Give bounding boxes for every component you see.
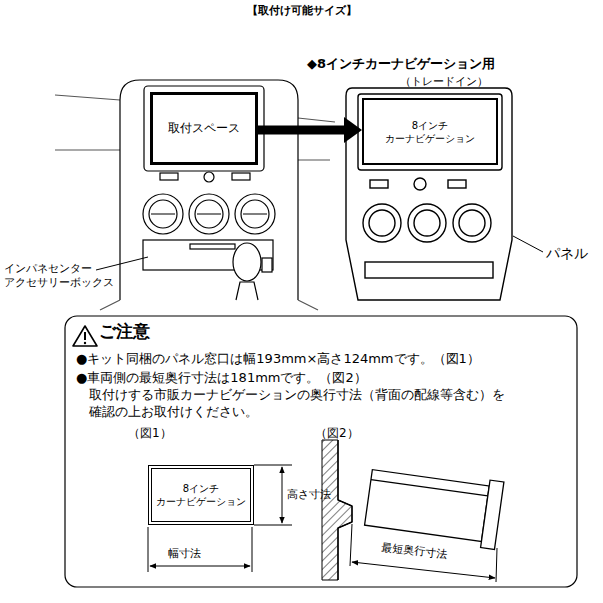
dimension-figure-2-part-part <box>365 470 490 542</box>
dimension-figure-2-part <box>322 440 352 580</box>
leader-line <box>96 257 148 270</box>
dashboard-part <box>120 80 298 300</box>
panel-part <box>363 204 401 242</box>
heading: ◆8インチカーナビゲーション用 <box>307 56 495 73</box>
box-text: 8インチ カーナビゲーション <box>382 119 478 145</box>
panel-part <box>358 94 502 170</box>
dashboard-part <box>160 173 178 180</box>
notice-heading: ご注意 <box>99 320 150 342</box>
dimension-label: 高さ寸法 <box>287 488 331 502</box>
dimension-figure-2-part-part <box>371 480 488 496</box>
navigation-screen: 8インチ カーナビゲーション <box>362 98 498 165</box>
arrow-connector <box>258 126 344 135</box>
notice-frame-part <box>84 332 86 340</box>
dashboard-part <box>151 213 267 214</box>
dimension-figure-1-part <box>150 566 250 567</box>
dimension-figure-2-part-part <box>481 480 504 549</box>
part-label: パネル <box>546 244 588 262</box>
panel-part <box>459 210 485 236</box>
notice-frame-part <box>84 342 86 344</box>
panel-part <box>414 178 426 190</box>
figure-label: （図1） <box>128 426 172 442</box>
dashboard-part <box>100 300 318 310</box>
notice-frame-part <box>65 316 577 587</box>
dimension-figure-1-part <box>148 465 292 572</box>
dimension-figure-2-part <box>364 464 504 550</box>
dashboard-part <box>204 172 214 182</box>
dimension-figure-1-part <box>282 467 283 523</box>
dashboard <box>55 80 335 310</box>
dashboard-part <box>144 86 264 171</box>
part-label: インパネセンター アクセサリーボックス <box>4 262 122 291</box>
dashboard-part <box>236 282 258 300</box>
dashboard-part <box>232 173 250 180</box>
panel-part <box>453 204 491 242</box>
panel-part <box>408 204 446 242</box>
panel <box>346 88 512 300</box>
dimension-figure-2-part <box>350 524 497 582</box>
panel-part <box>370 180 388 188</box>
navigation-unit-box: 8インチ カーナビゲーション <box>148 465 254 525</box>
note: ●車両側の最短奥行寸法は181mmです。（図2） 取付けする市販カーナビゲーショ… <box>76 370 556 421</box>
panel-part <box>448 180 466 188</box>
figure-label: （図2） <box>315 426 359 442</box>
title: 【取付け可能サイズ】 <box>0 4 603 18</box>
panel-part <box>346 88 512 300</box>
dimension-figure-2 <box>322 440 504 582</box>
box-text: 取付スペース <box>168 121 240 137</box>
dimension-figure-1 <box>148 465 292 572</box>
dashboard-part <box>233 243 261 281</box>
note: ●キット同梱のパネル窓口は幅193mm×高さ124mmです。（図1） <box>76 351 480 368</box>
box-text: 8インチ カーナビゲーション <box>156 482 246 508</box>
install-space-box: 取付スペース <box>150 92 258 165</box>
sub-heading: （トレードイン） <box>400 75 488 89</box>
dashboard-part <box>262 258 272 272</box>
dimension-figure-2-part <box>352 562 495 578</box>
dimension-label: 幅寸法 <box>168 547 201 561</box>
leader-line <box>513 236 543 252</box>
panel-part <box>414 210 440 236</box>
panel-part <box>369 210 395 236</box>
panel-part <box>365 262 493 278</box>
notice-frame-part <box>73 326 97 346</box>
notice-frame <box>65 316 577 587</box>
dashboard-part <box>190 244 235 249</box>
